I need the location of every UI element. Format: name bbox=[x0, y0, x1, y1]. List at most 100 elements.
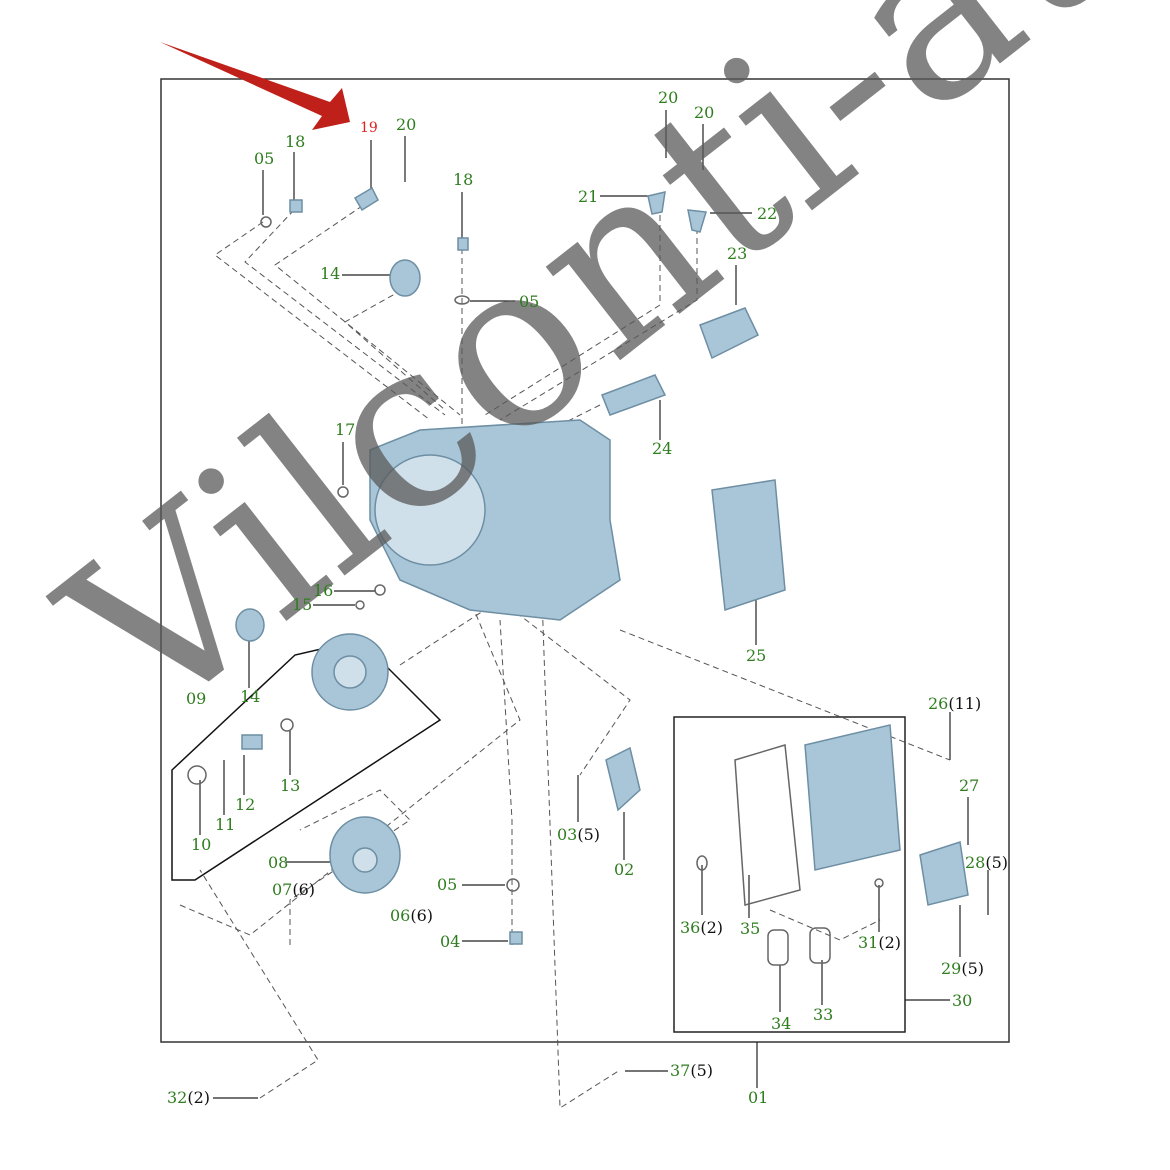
callout-18[interactable]: 18 bbox=[285, 134, 305, 150]
callout-number: 06 bbox=[390, 906, 411, 925]
callout-number: 21 bbox=[578, 187, 599, 206]
callout-number: 12 bbox=[235, 795, 256, 814]
callout-number: 01 bbox=[748, 1088, 769, 1107]
callout-quantity: (2) bbox=[878, 933, 902, 952]
callout-07[interactable]: 07(6) bbox=[272, 882, 315, 898]
callout-quantity: (11) bbox=[948, 694, 982, 713]
callout-30[interactable]: 30 bbox=[952, 993, 972, 1009]
seal-14-bottom bbox=[235, 608, 265, 642]
callout-27[interactable]: 27 bbox=[959, 778, 979, 794]
callout-quantity: (5) bbox=[961, 959, 985, 978]
callout-number: 09 bbox=[186, 689, 207, 708]
callout-number: 27 bbox=[959, 776, 980, 795]
callout-number: 19 bbox=[360, 120, 378, 136]
callout-26[interactable]: 26(11) bbox=[928, 696, 981, 712]
callout-number: 10 bbox=[191, 835, 212, 854]
callout-37[interactable]: 37(5) bbox=[670, 1063, 713, 1079]
oil-pan bbox=[804, 724, 901, 871]
callout-02[interactable]: 02 bbox=[614, 862, 634, 878]
callout-number: 34 bbox=[771, 1014, 792, 1033]
callout-20[interactable]: 20 bbox=[658, 90, 678, 106]
callout-number: 05 bbox=[437, 875, 458, 894]
callout-20[interactable]: 20 bbox=[694, 105, 714, 121]
oil-cooler bbox=[919, 841, 969, 906]
callout-10[interactable]: 10 bbox=[191, 837, 211, 853]
callout-number: 14 bbox=[320, 264, 341, 283]
callout-12[interactable]: 12 bbox=[235, 797, 255, 813]
callout-36[interactable]: 36(2) bbox=[680, 920, 723, 936]
callout-number: 37 bbox=[670, 1061, 691, 1080]
callout-25[interactable]: 25 bbox=[746, 648, 766, 664]
callout-17[interactable]: 17 bbox=[335, 422, 355, 438]
callout-number: 03 bbox=[557, 825, 578, 844]
callout-quantity: (6) bbox=[292, 880, 316, 899]
callout-quantity: (5) bbox=[690, 1061, 714, 1080]
callout-number: 30 bbox=[952, 991, 973, 1010]
callout-number: 26 bbox=[928, 694, 949, 713]
callout-31[interactable]: 31(2) bbox=[858, 935, 901, 951]
callout-number: 02 bbox=[614, 860, 635, 879]
callout-number: 05 bbox=[254, 149, 275, 168]
callout-19[interactable]: 19 bbox=[360, 121, 378, 135]
callout-05[interactable]: 05 bbox=[437, 877, 457, 893]
callout-number: 13 bbox=[280, 776, 301, 795]
callout-16[interactable]: 16 bbox=[313, 583, 333, 599]
callout-35[interactable]: 35 bbox=[740, 921, 760, 937]
gaskets-and-orings bbox=[187, 216, 884, 966]
callout-number: 20 bbox=[658, 88, 679, 107]
callout-05[interactable]: 05 bbox=[254, 151, 274, 167]
callout-18[interactable]: 18 bbox=[453, 172, 473, 188]
callout-number: 18 bbox=[453, 170, 474, 189]
callout-06[interactable]: 06(6) bbox=[390, 908, 433, 924]
callout-04[interactable]: 04 bbox=[440, 934, 460, 950]
callout-22[interactable]: 22 bbox=[757, 206, 777, 222]
callout-number: 07 bbox=[272, 880, 293, 899]
callout-32[interactable]: 32(2) bbox=[167, 1090, 210, 1106]
outline-group-09 bbox=[171, 639, 442, 881]
callout-number: 20 bbox=[396, 115, 417, 134]
callout-21[interactable]: 21 bbox=[578, 189, 598, 205]
callout-24[interactable]: 24 bbox=[652, 441, 672, 457]
callout-number: 31 bbox=[858, 933, 879, 952]
callout-28[interactable]: 28(5) bbox=[965, 855, 1008, 871]
callout-08[interactable]: 08 bbox=[268, 855, 288, 871]
callout-number: 24 bbox=[652, 439, 673, 458]
callout-23[interactable]: 23 bbox=[727, 246, 747, 262]
callout-01[interactable]: 01 bbox=[748, 1090, 768, 1106]
callout-03[interactable]: 03(5) bbox=[557, 827, 600, 843]
part-02 bbox=[605, 746, 641, 812]
callout-number: 25 bbox=[746, 646, 767, 665]
callout-29[interactable]: 29(5) bbox=[941, 961, 984, 977]
callout-number: 20 bbox=[694, 103, 715, 122]
callout-33[interactable]: 33 bbox=[813, 1007, 833, 1023]
callout-number: 29 bbox=[941, 959, 962, 978]
callout-13[interactable]: 13 bbox=[280, 778, 300, 794]
parts bbox=[235, 186, 969, 945]
callout-14[interactable]: 14 bbox=[240, 689, 260, 705]
callout-05[interactable]: 05 bbox=[519, 294, 539, 310]
callout-quantity: (2) bbox=[700, 918, 724, 937]
callout-quantity: (6) bbox=[410, 906, 434, 925]
callout-11[interactable]: 11 bbox=[215, 817, 235, 833]
oil-pan-group-frame bbox=[673, 716, 906, 1033]
filter-element bbox=[601, 374, 667, 416]
callout-14[interactable]: 14 bbox=[320, 266, 340, 282]
callout-number: 18 bbox=[285, 132, 306, 151]
callout-number: 11 bbox=[215, 815, 236, 834]
callout-number: 35 bbox=[740, 919, 761, 938]
callout-number: 05 bbox=[519, 292, 540, 311]
callout-15[interactable]: 15 bbox=[292, 597, 312, 613]
diagram-frame bbox=[160, 78, 1010, 1043]
seal-14-top bbox=[389, 259, 421, 297]
callout-number: 28 bbox=[965, 853, 986, 872]
callout-34[interactable]: 34 bbox=[771, 1016, 791, 1032]
callout-number: 23 bbox=[727, 244, 748, 263]
callout-20[interactable]: 20 bbox=[396, 117, 416, 133]
callout-number: 33 bbox=[813, 1005, 834, 1024]
callout-09[interactable]: 09 bbox=[186, 691, 206, 707]
callout-number: 17 bbox=[335, 420, 356, 439]
red-arrow-icon bbox=[160, 42, 350, 130]
valve-body bbox=[711, 479, 786, 612]
